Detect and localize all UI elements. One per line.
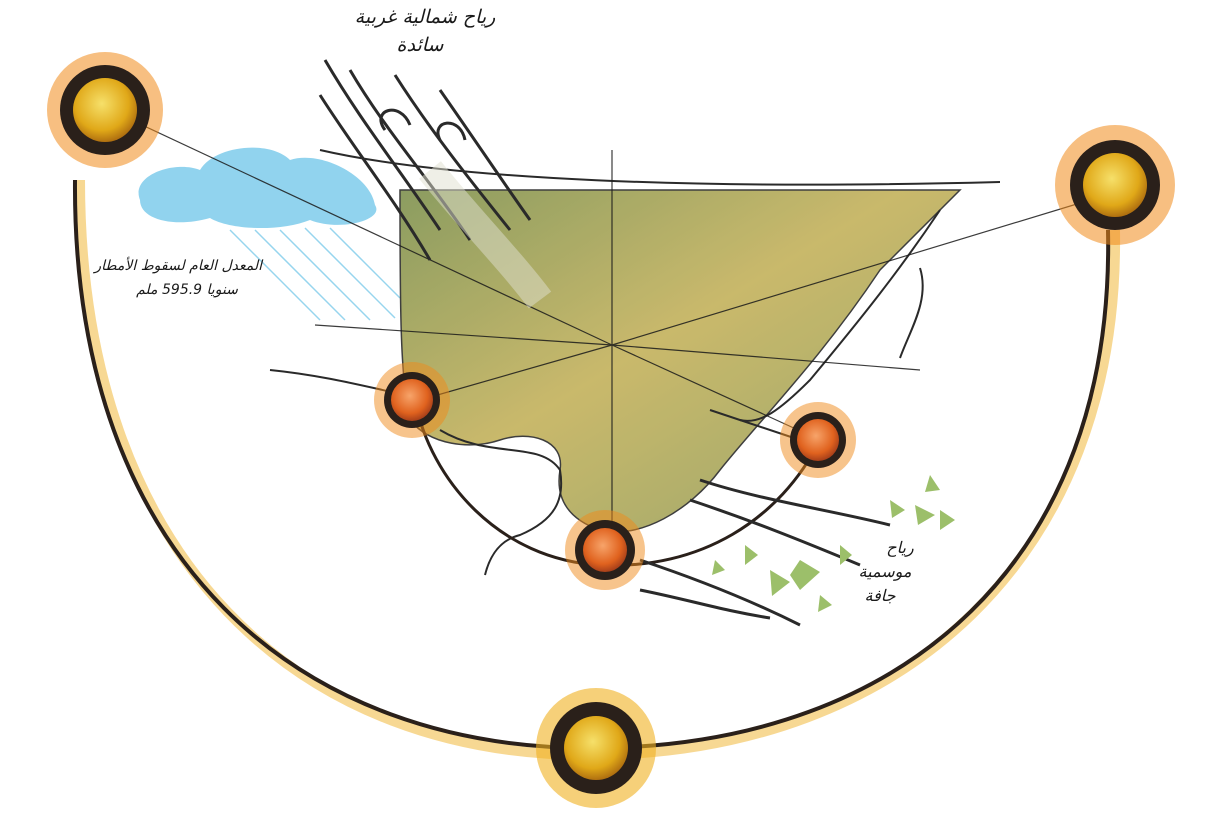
wind-southeast-label-3: جافة bbox=[830, 586, 930, 605]
sun-icon bbox=[47, 52, 163, 168]
rainfall-label: المعدل العام لسقوط الأمطار bbox=[112, 258, 262, 274]
rainfall-value: سنويا 595.9 ملم bbox=[112, 282, 262, 298]
sun-icon bbox=[565, 510, 645, 590]
wind-northwest-subtitle: سائدة bbox=[360, 34, 480, 56]
sun-icon bbox=[780, 402, 856, 478]
wind-northwest-title: رياح شمالية غربية bbox=[330, 6, 520, 28]
sun-icon bbox=[1055, 125, 1175, 245]
sun-icon bbox=[536, 688, 656, 808]
wind-southeast-label-2: موسمية bbox=[835, 562, 935, 581]
sun-icon bbox=[374, 362, 450, 438]
wind-southeast-label-1: رياح bbox=[860, 538, 940, 557]
